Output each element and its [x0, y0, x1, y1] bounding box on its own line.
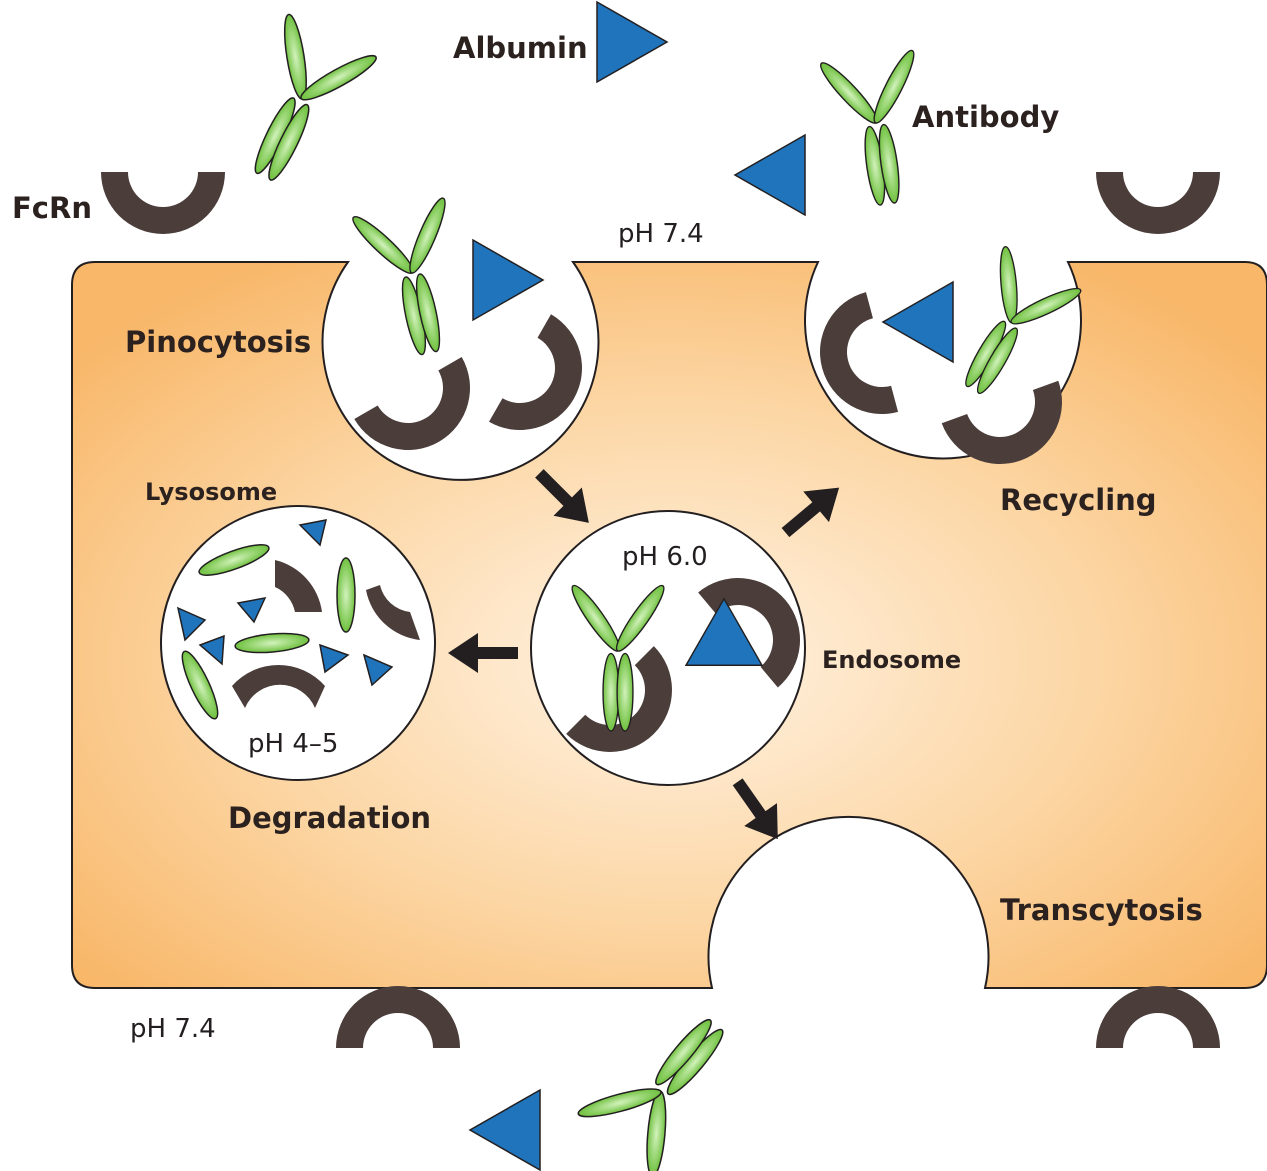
fcrn-receptor-icon [101, 172, 225, 234]
ph-top-label: pH 7.4 [618, 219, 704, 249]
albumin-fragment-icon [362, 653, 394, 687]
recycling-label: Recycling [1000, 483, 1157, 517]
receptor-fragment-icon [275, 560, 322, 612]
receptor-fragment-icon [232, 665, 325, 708]
endosome-label: Endosome [822, 646, 961, 674]
ph-bottom-label: pH 7.4 [130, 1014, 216, 1044]
antibody-label: Antibody [912, 100, 1059, 134]
fcrn-receptor-icon [1096, 172, 1220, 234]
albumin-triangle-icon [596, 1, 668, 83]
fcrn-receptor-icon [1096, 986, 1220, 1048]
degradation-label: Degradation [228, 801, 431, 835]
albumin-fragment-icon [319, 643, 350, 674]
pinocytosis-label: Pinocytosis [125, 325, 311, 359]
antibody-y-icon [345, 191, 482, 365]
transcytosis-label: Transcytosis [1000, 893, 1203, 927]
ph-lysosome-label: pH 4–5 [248, 729, 338, 759]
albumin-fragment-icon [198, 634, 225, 666]
antibody-y-icon [213, 6, 386, 202]
antibody-fragment-icon [336, 557, 356, 633]
fcrn-label: FcRn [12, 191, 92, 225]
albumin-triangle-icon [882, 281, 954, 363]
albumin-fragment-icon [236, 596, 267, 624]
albumin-triangle-icon [472, 239, 544, 321]
albumin-triangle-icon [734, 134, 806, 216]
albumin-fragment-icon [176, 606, 207, 642]
albumin-label: Albumin [453, 31, 588, 65]
albumin-triangle-icon [469, 1089, 541, 1171]
albumin-fragment-icon [298, 519, 328, 547]
lysosome-label: Lysosome [145, 478, 277, 506]
receptor-fragment-icon [366, 585, 420, 640]
fcrn-receptor-icon [336, 986, 460, 1048]
antibody-y-icon [569, 988, 760, 1171]
ph-endosome-label: pH 6.0 [622, 542, 708, 572]
